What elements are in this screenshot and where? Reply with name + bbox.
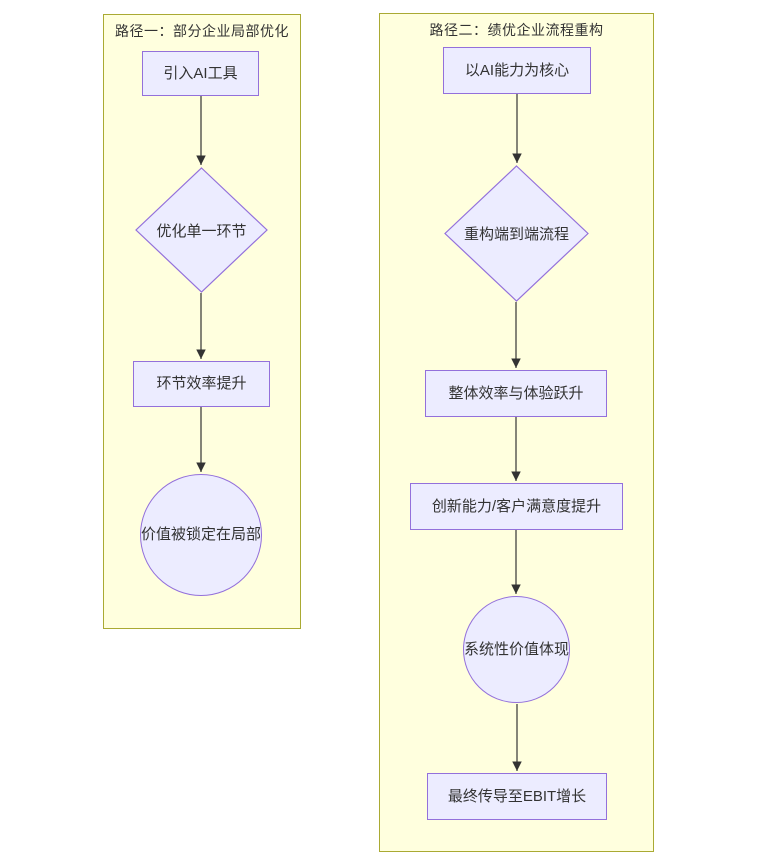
- node-systemic-value: 系统性价值体现: [463, 596, 570, 703]
- diamond-shape: [444, 165, 589, 302]
- node-label: 优化单一环节: [156, 222, 247, 240]
- node-ai-capability-core: 以AI能力为核心: [443, 47, 591, 94]
- panel-path-two-title: 路径二：绩优企业流程重构: [429, 22, 604, 38]
- node-label: 以AI能力为核心: [464, 61, 570, 79]
- panel-path-one-title: 路径一：部分企业局部优化: [115, 23, 289, 39]
- node-optimize-single-link: 优化单一环节: [135, 167, 268, 293]
- node-overall-efficiency-experience-leap: 整体效率与体验跃升: [425, 370, 607, 417]
- node-label: 系统性价值体现: [464, 640, 570, 658]
- node-rebuild-end-to-end-process: 重构端到端流程: [444, 165, 589, 302]
- node-label: 价值被锁定在局部: [141, 526, 262, 543]
- node-label: 重构端到端流程: [463, 226, 569, 243]
- node-link-efficiency-gain: 环节效率提升: [133, 361, 270, 407]
- panel-path-two: 路径二：绩优企业流程重构: [379, 13, 654, 852]
- node-value-locked-locally: 价值被锁定在局部: [140, 474, 262, 596]
- node-introduce-ai-tools: 引入AI工具: [142, 51, 259, 96]
- node-label: 引入AI工具: [163, 64, 238, 82]
- node-label: 创新能力/客户满意度提升: [431, 497, 602, 515]
- node-innovation-customer-satisfaction: 创新能力/客户满意度提升: [410, 483, 623, 530]
- node-label: 最终传导至EBIT增长: [447, 787, 587, 805]
- diamond-shape: [135, 167, 268, 293]
- node-label: 整体效率与体验跃升: [448, 384, 584, 402]
- node-ebit-growth: 最终传导至EBIT增长: [427, 773, 607, 820]
- node-label: 环节效率提升: [156, 375, 247, 392]
